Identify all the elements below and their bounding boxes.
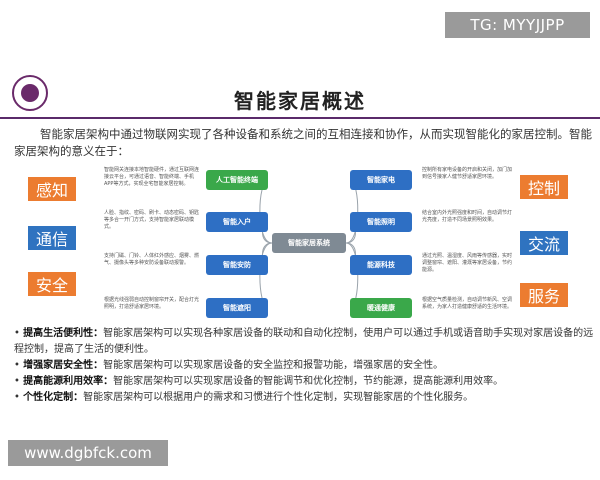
logo-emblem-icon	[21, 84, 39, 102]
desc-left-1: 智能网关连接本地智能硬件，通过互联网连接云平台，可通过语音、智能终端、手机APP…	[104, 167, 200, 187]
benefit-text-4: 智能家居架构可以根据用户的需求和习惯进行个性化定制，实现智能家居的个性化服务。	[83, 392, 474, 403]
benefit-item-1: • 提高生活便利性：智能家居架构可以实现各种家居设备的联动和自动化控制，使用户可…	[14, 328, 594, 355]
benefit-label-3: 提高能源利用效率：	[23, 376, 114, 387]
benefit-label-2: 增强家居安全性：	[23, 360, 104, 371]
benefit-text-1: 智能家居架构可以实现各种家居设备的联动和自动化控制，使用户可以通过手机或语音助手…	[14, 328, 594, 355]
benefit-label-1: 提高生活便利性：	[23, 328, 104, 339]
benefit-item-3: • 提高能源利用效率：智能家居架构可以实现家居设备的智能调节和优化控制，节约能源…	[14, 376, 504, 387]
node-right-2: 智能照明	[350, 212, 412, 232]
benefit-item-4: • 个性化定制：智能家居架构可以根据用户的需求和习惯进行个性化定制，实现智能家居…	[14, 392, 474, 403]
desc-left-2: 人脸、指纹、密码、刷卡、动态密码、钥匙等多合一开门方式，支持智能家居联动模式。	[104, 210, 200, 230]
benefit-item-2: • 增强家居安全性：智能家居架构可以实现家居设备的安全监控和报警功能，增强家居的…	[14, 360, 444, 371]
side-box-right-3: 服务	[520, 283, 568, 307]
desc-right-2: 结合室内外光照强度和时间，自动调节灯光亮度，打造不同场景照明效果。	[422, 210, 513, 223]
intro-paragraph: 智能家居架构中通过物联网实现了各种设备和系统之间的互相连接和协作，从而实现智能化…	[14, 127, 592, 158]
benefit-list: • 提高生活便利性：智能家居架构可以实现各种家居设备的联动和自动化控制，使用户可…	[14, 326, 594, 406]
node-right-3: 能源科技	[350, 255, 412, 275]
side-box-left-3: 安全	[28, 272, 76, 296]
node-right-4: 暖通健康	[350, 298, 412, 318]
desc-left-3: 支持门磁、门铃、人体红外感应、烟雾、燃气、摄像头等多种安防设备联动报警。	[104, 253, 200, 266]
page-title: 智能家居概述	[234, 89, 366, 113]
university-logo	[12, 75, 48, 111]
node-left-1: 人工智能终端	[206, 170, 268, 190]
benefit-label-4: 个性化定制：	[23, 392, 84, 403]
desc-left-4: 根据光线强弱自动控制窗帘开关，配合灯光照明，打造舒适家居环境。	[104, 297, 200, 310]
title-divider	[0, 117, 600, 119]
benefit-text-2: 智能家居架构可以实现家居设备的安全监控和报警功能，增强家居的安全性。	[103, 360, 444, 371]
center-node: 智能家居系统	[272, 233, 346, 253]
node-left-2: 智能入户	[206, 212, 268, 232]
side-box-left-1: 感知	[28, 177, 76, 201]
desc-right-1: 控制所有家电设备的开启和关闭，加门加到信号接家人健节舒适家居环境。	[422, 167, 513, 180]
side-box-right-2: 交流	[520, 231, 568, 255]
desc-right-4: 根据空气质量检测，自动调节新风、空调系统，为家人打造健康舒适的生活环境。	[422, 297, 513, 310]
node-right-1: 智能家电	[350, 170, 412, 190]
watermark-bottom: www.dgbfck.com	[8, 440, 168, 466]
side-box-left-2: 通信	[28, 226, 76, 250]
node-left-3: 智能安防	[206, 255, 268, 275]
side-box-right-1: 控制	[520, 175, 568, 199]
watermark-top: TG: MYYJJPP	[445, 12, 590, 38]
desc-right-3: 通过光照、温湿度、风雨等传感器，实时调整窗帘、遮阳、灌溉等家居设备，节约能源。	[422, 253, 513, 273]
node-left-4: 智能遮阳	[206, 298, 268, 318]
benefit-text-3: 智能家居架构可以实现家居设备的智能调节和优化控制，节约能源，提高能源利用效率。	[113, 376, 504, 387]
